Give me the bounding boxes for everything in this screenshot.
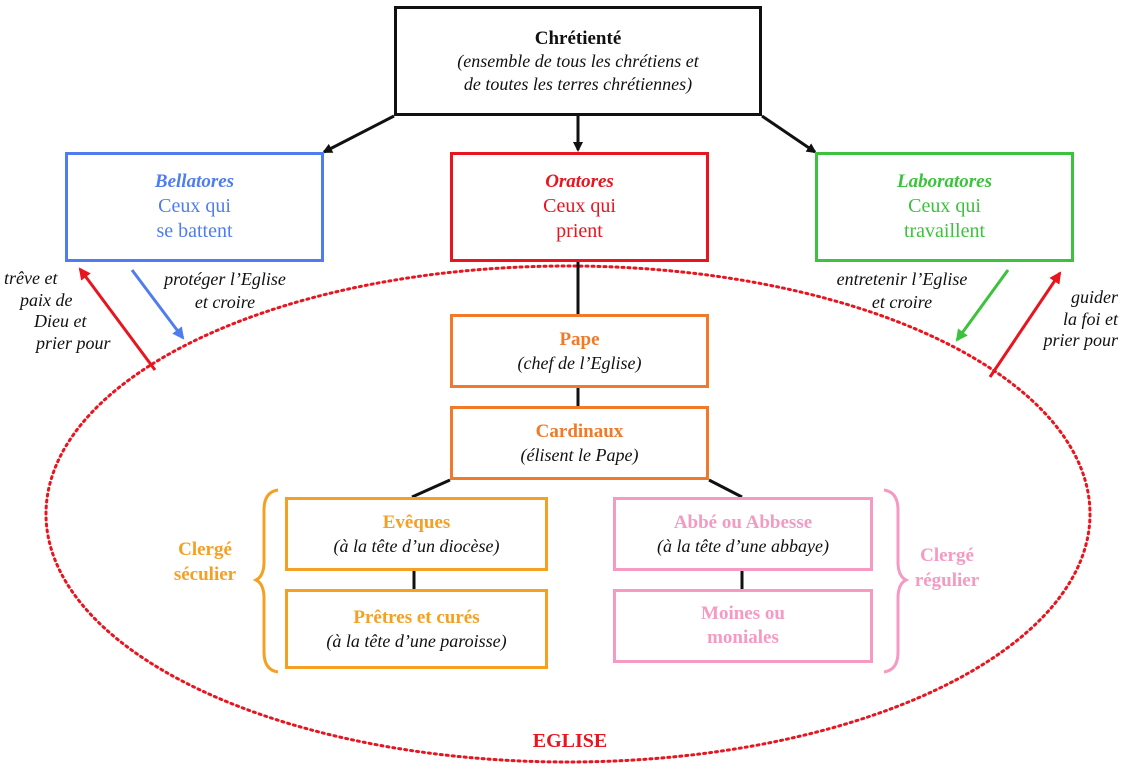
- bellatores-box: Bellatores Ceux qui se battent: [65, 152, 324, 262]
- clerge-seculier-label: Clergé séculier: [160, 538, 250, 587]
- oratores-title: Oratores: [545, 171, 614, 193]
- label-guider-line2: la foi et: [1063, 308, 1118, 329]
- pape-title: Pape: [559, 328, 600, 350]
- moines-box: Moines ou moniales: [613, 589, 873, 663]
- moines-line2: moniales: [707, 627, 779, 648]
- label-guider-line3: prier pour: [1043, 330, 1118, 351]
- link-cardinaux-eveques: [411, 478, 451, 499]
- label-treve-line4: prier pour: [36, 332, 111, 353]
- pape-box: Pape (chef de l’Eglise): [450, 314, 709, 388]
- laboratores-box: Laboratores Ceux qui travaillent: [815, 152, 1074, 262]
- pretres-title: Prêtres et curés: [353, 606, 480, 628]
- label-treve-line1: trêve et: [4, 268, 58, 288]
- laboratores-line1: Ceux qui: [908, 194, 981, 217]
- pretres-box: Prêtres et curés (à la tête d’une parois…: [285, 589, 548, 669]
- chretiente-subtitle-1: (ensemble de tous les chrétiens et: [457, 51, 699, 72]
- bellatores-line2: se battent: [156, 219, 233, 242]
- bellatores-title: Bellatores: [154, 171, 235, 193]
- link-cardinaux-abbe: [708, 478, 743, 499]
- pape-subtitle: (chef de l’Eglise): [517, 352, 642, 373]
- label-proteger-line1: protéger l’Eglise: [164, 269, 286, 289]
- cardinaux-title: Cardinaux: [535, 420, 624, 442]
- eveques-box: Evêques (à la tête d’un diocèse): [285, 497, 548, 571]
- arrow-laboratores-to-eglise: [955, 269, 1010, 342]
- brace-regulier: [883, 488, 910, 674]
- label-guider-line1: guider: [1071, 287, 1118, 307]
- clerge-seculier-line1: Clergé: [178, 539, 232, 560]
- arrow-eglise-to-bellatores: [78, 267, 157, 371]
- oratores-line1: Ceux qui: [543, 194, 616, 217]
- abbe-subtitle: (à la tête d’une abbaye): [657, 535, 829, 556]
- eglise-boundary: [44, 264, 1092, 764]
- label-proteger-line2: et croire: [194, 291, 256, 312]
- eveques-subtitle: (à la tête d’un diocèse): [333, 535, 500, 556]
- label-treve-line2: paix de: [20, 289, 73, 310]
- cardinaux-subtitle: (élisent le Pape): [520, 444, 639, 465]
- label-entretenir-line1: entretenir l’Eglise: [836, 269, 968, 289]
- chretiente-title: Chrétienté: [534, 27, 622, 49]
- pretres-subtitle: (à la tête d’une paroisse): [326, 630, 507, 651]
- eveques-title: Evêques: [382, 511, 451, 533]
- clerge-seculier-line2: séculier: [173, 563, 237, 585]
- clerge-regulier-line1: Clergé: [920, 545, 974, 566]
- arrow-root-to-bellatores: [322, 114, 395, 154]
- oratores-box: Oratores Ceux qui prient: [450, 152, 709, 262]
- label-entretenir: entretenir l’Eglise et croire: [812, 268, 992, 313]
- label-entretenir-line2: et croire: [871, 291, 933, 312]
- abbe-title: Abbé ou Abbesse: [673, 511, 813, 533]
- abbe-box: Abbé ou Abbesse (à la tête d’une abbaye): [613, 497, 873, 571]
- brace-seculier: [252, 488, 279, 674]
- bellatores-line1: Ceux qui: [158, 194, 231, 217]
- laboratores-line2: travaillent: [903, 219, 986, 242]
- eglise-label: EGLISE: [532, 730, 608, 752]
- clerge-regulier-line2: régulier: [914, 569, 980, 591]
- label-proteger: protéger l’Eglise et croire: [150, 268, 300, 313]
- oratores-line2: prient: [556, 219, 603, 242]
- label-treve-paix: trêve et paix de Dieu et prier pour: [4, 268, 111, 354]
- chretiente-box: Chrétienté (ensemble de tous les chrétie…: [394, 6, 762, 116]
- label-treve-line3: Dieu et: [34, 311, 87, 332]
- label-guider: guider la foi et prier pour: [1018, 287, 1118, 352]
- clerge-regulier-label: Clergé régulier: [902, 544, 992, 593]
- arrow-bellatores-to-eglise: [130, 269, 185, 340]
- moines-line1: Moines ou: [701, 603, 785, 625]
- arrow-eglise-to-laboratores: [988, 271, 1062, 378]
- chretiente-subtitle-2: de toutes les terres chrétiennes): [463, 73, 693, 94]
- arrow-root-to-laboratores: [761, 114, 817, 154]
- cardinaux-box: Cardinaux (élisent le Pape): [450, 406, 709, 480]
- laboratores-title: Laboratores: [897, 171, 992, 193]
